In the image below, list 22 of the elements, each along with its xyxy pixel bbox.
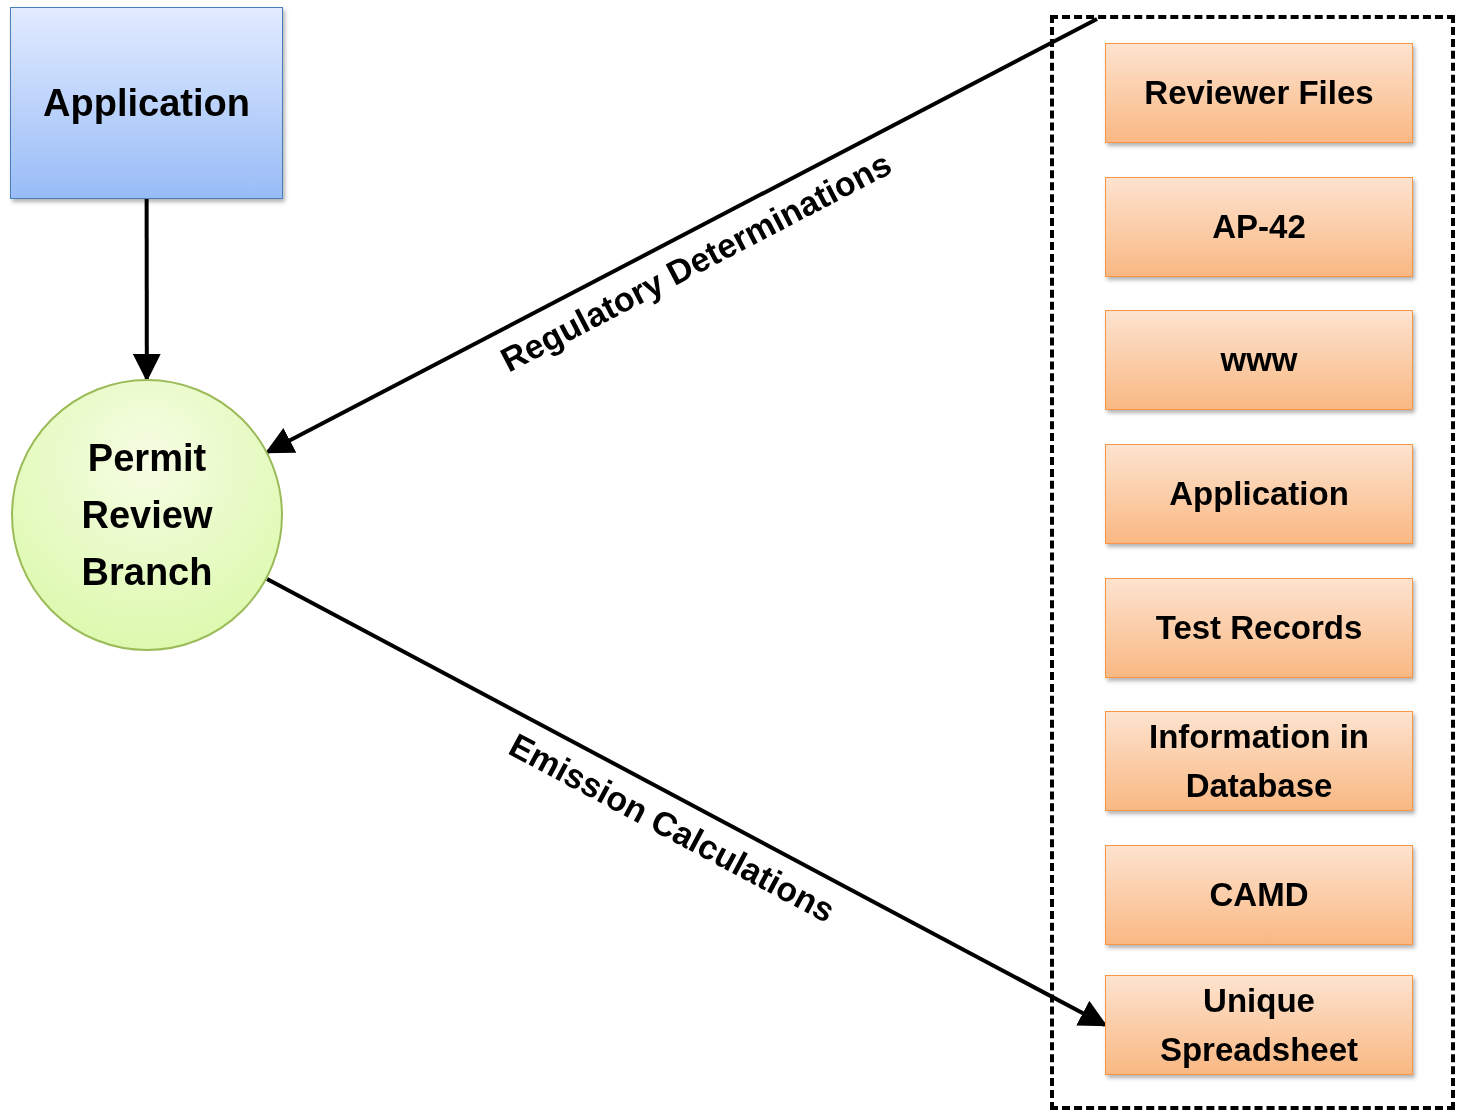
node-label: Application [1169,474,1349,515]
process-box [10,7,283,199]
node-label: Unique Spreadsheet [1158,980,1360,1070]
node-label: Application [43,81,250,125]
source-box [1105,310,1413,410]
arrow [265,17,1098,454]
node-label: www [1220,340,1298,381]
node-label: Reviewer Files [1144,73,1374,114]
node-label: Permit Review Branch [80,435,214,595]
source-box [1105,444,1413,544]
node-label: AP-42 [1212,207,1306,248]
source-box [1105,578,1413,678]
arrow [132,199,161,382]
source-box [1105,43,1413,143]
node-label: CAMD [1209,875,1309,916]
dashed-group-box [1050,15,1455,1110]
source-box [1105,975,1413,1075]
source-box [1105,177,1413,277]
node-label: Test Records [1155,608,1363,649]
source-box [1105,711,1413,811]
source-box [1105,845,1413,945]
node-label: Information in Database [1148,716,1370,806]
